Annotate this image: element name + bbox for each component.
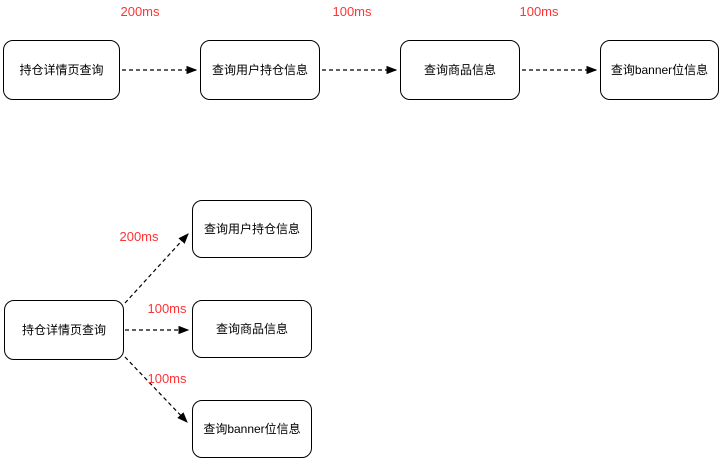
arrow-fan-1 bbox=[124, 233, 189, 304]
latency-label-fan-1: 200ms bbox=[119, 229, 159, 244]
node-user-position-info-seq: 查询用户持仓信息 bbox=[200, 40, 320, 100]
latency-label-seq-3: 100ms bbox=[519, 4, 559, 19]
fanout-flow-arrows bbox=[124, 233, 190, 423]
arrow-fan-3 bbox=[124, 356, 188, 423]
node-product-info-fanout: 查询商品信息 bbox=[192, 300, 312, 358]
node-position-detail-query-seq: 持仓详情页查询 bbox=[3, 40, 120, 100]
node-position-detail-query-fanout: 持仓详情页查询 bbox=[4, 300, 124, 360]
node-user-position-info-fanout: 查询用户持仓信息 bbox=[192, 200, 312, 258]
node-product-info-seq: 查询商品信息 bbox=[400, 40, 520, 100]
latency-label-fan-3: 100ms bbox=[147, 371, 187, 386]
latency-label-fan-2: 100ms bbox=[147, 301, 187, 316]
node-banner-info-fanout: 查询banner位信息 bbox=[192, 400, 312, 458]
node-banner-info-seq: 查询banner位信息 bbox=[600, 40, 719, 100]
latency-label-seq-1: 200ms bbox=[120, 4, 160, 19]
latency-label-seq-2: 100ms bbox=[332, 4, 372, 19]
